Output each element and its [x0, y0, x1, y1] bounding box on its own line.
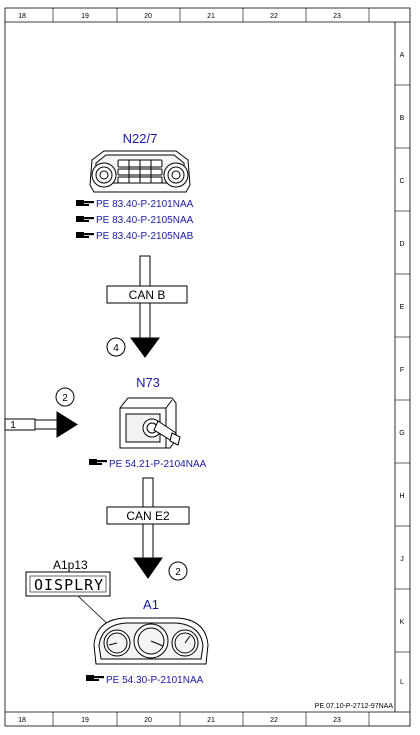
input-connection-1: [4, 411, 78, 438]
marker-2-output: 2: [168, 561, 188, 581]
pointing-hand-icon: [89, 459, 107, 465]
row-k: K: [400, 619, 405, 626]
n22-7-ref-text-2: PE 83.40-P-2105NAA: [96, 215, 194, 226]
n73-ref-text-1: PE 54.21-P-2104NAA: [109, 459, 207, 470]
n22-7-reference-3[interactable]: PE 83.40-P-2105NAB: [76, 231, 194, 242]
ignition-switch-icon: [119, 397, 181, 449]
a1p13-display: OISPLRY: [25, 571, 111, 597]
n73-code[interactable]: N73: [136, 375, 160, 390]
marker-2-input-label: 2: [62, 393, 68, 404]
can-b-label: CAN B: [129, 288, 166, 302]
a1-code[interactable]: A1: [143, 597, 159, 612]
row-e: E: [400, 304, 405, 311]
row-j: J: [400, 556, 404, 563]
col-bottom-18: 18: [18, 717, 26, 724]
col-top-22: 22: [270, 13, 278, 20]
row-d: D: [399, 241, 404, 248]
row-g: G: [399, 430, 404, 437]
climate-control-panel-icon: [89, 150, 191, 193]
document-id: PE 07.10-P-2712-97NAA: [315, 703, 394, 710]
col-top-19: 19: [81, 13, 89, 20]
n73-reference-1[interactable]: PE 54.21-P-2104NAA: [89, 459, 207, 470]
row-c: C: [399, 178, 404, 185]
input-marker-1: 1: [10, 420, 16, 431]
row-a: A: [400, 52, 405, 59]
drawing-frame: [4, 7, 411, 727]
marker-4-label: 4: [113, 343, 119, 354]
col-bottom-19: 19: [81, 717, 89, 724]
n22-7-ref-text-3: PE 83.40-P-2105NAB: [96, 231, 194, 242]
col-bottom-20: 20: [144, 717, 152, 724]
row-l: L: [400, 679, 404, 686]
n22-7-reference-1[interactable]: PE 83.40-P-2101NAA: [76, 199, 194, 210]
can-b-connection: [130, 255, 160, 358]
can-e2-label-box: CAN E2: [106, 506, 190, 525]
a1-reference-1[interactable]: PE 54.30-P-2101NAA: [86, 675, 204, 686]
col-bottom-22: 22: [270, 717, 278, 724]
row-h: H: [399, 493, 404, 500]
pointing-hand-icon: [76, 232, 94, 238]
a1-ref-text-1: PE 54.30-P-2101NAA: [106, 675, 204, 686]
col-top-18: 18: [18, 13, 26, 20]
can-e2-label: CAN E2: [126, 509, 170, 523]
col-bottom-23: 23: [333, 717, 341, 724]
col-top-20: 20: [144, 13, 152, 20]
row-separators: [395, 84, 410, 653]
can-b-label-box: CAN B: [106, 285, 188, 304]
instrument-cluster-icon: [93, 617, 209, 665]
column-separators: [52, 8, 370, 726]
marker-4: 4: [106, 337, 126, 357]
a1p13-code[interactable]: A1p13: [53, 558, 88, 572]
can-e2-connection: [133, 477, 163, 579]
col-top-23: 23: [333, 13, 341, 20]
a1p13-display-text: OISPLRY: [34, 576, 104, 594]
n22-7-reference-2[interactable]: PE 83.40-P-2105NAA: [76, 215, 194, 226]
pointing-hand-icon: [76, 200, 94, 206]
n22-7-code[interactable]: N22/7: [123, 131, 158, 146]
n22-7-ref-text-1: PE 83.40-P-2101NAA: [96, 199, 194, 210]
pointing-hand-icon: [86, 675, 104, 681]
col-top-21: 21: [207, 13, 215, 20]
row-f: F: [400, 367, 404, 374]
marker-2-output-label: 2: [175, 567, 181, 578]
col-bottom-21: 21: [207, 717, 215, 724]
row-b: B: [400, 115, 405, 122]
marker-2-input: 2: [55, 387, 75, 407]
pointing-hand-icon: [76, 216, 94, 222]
